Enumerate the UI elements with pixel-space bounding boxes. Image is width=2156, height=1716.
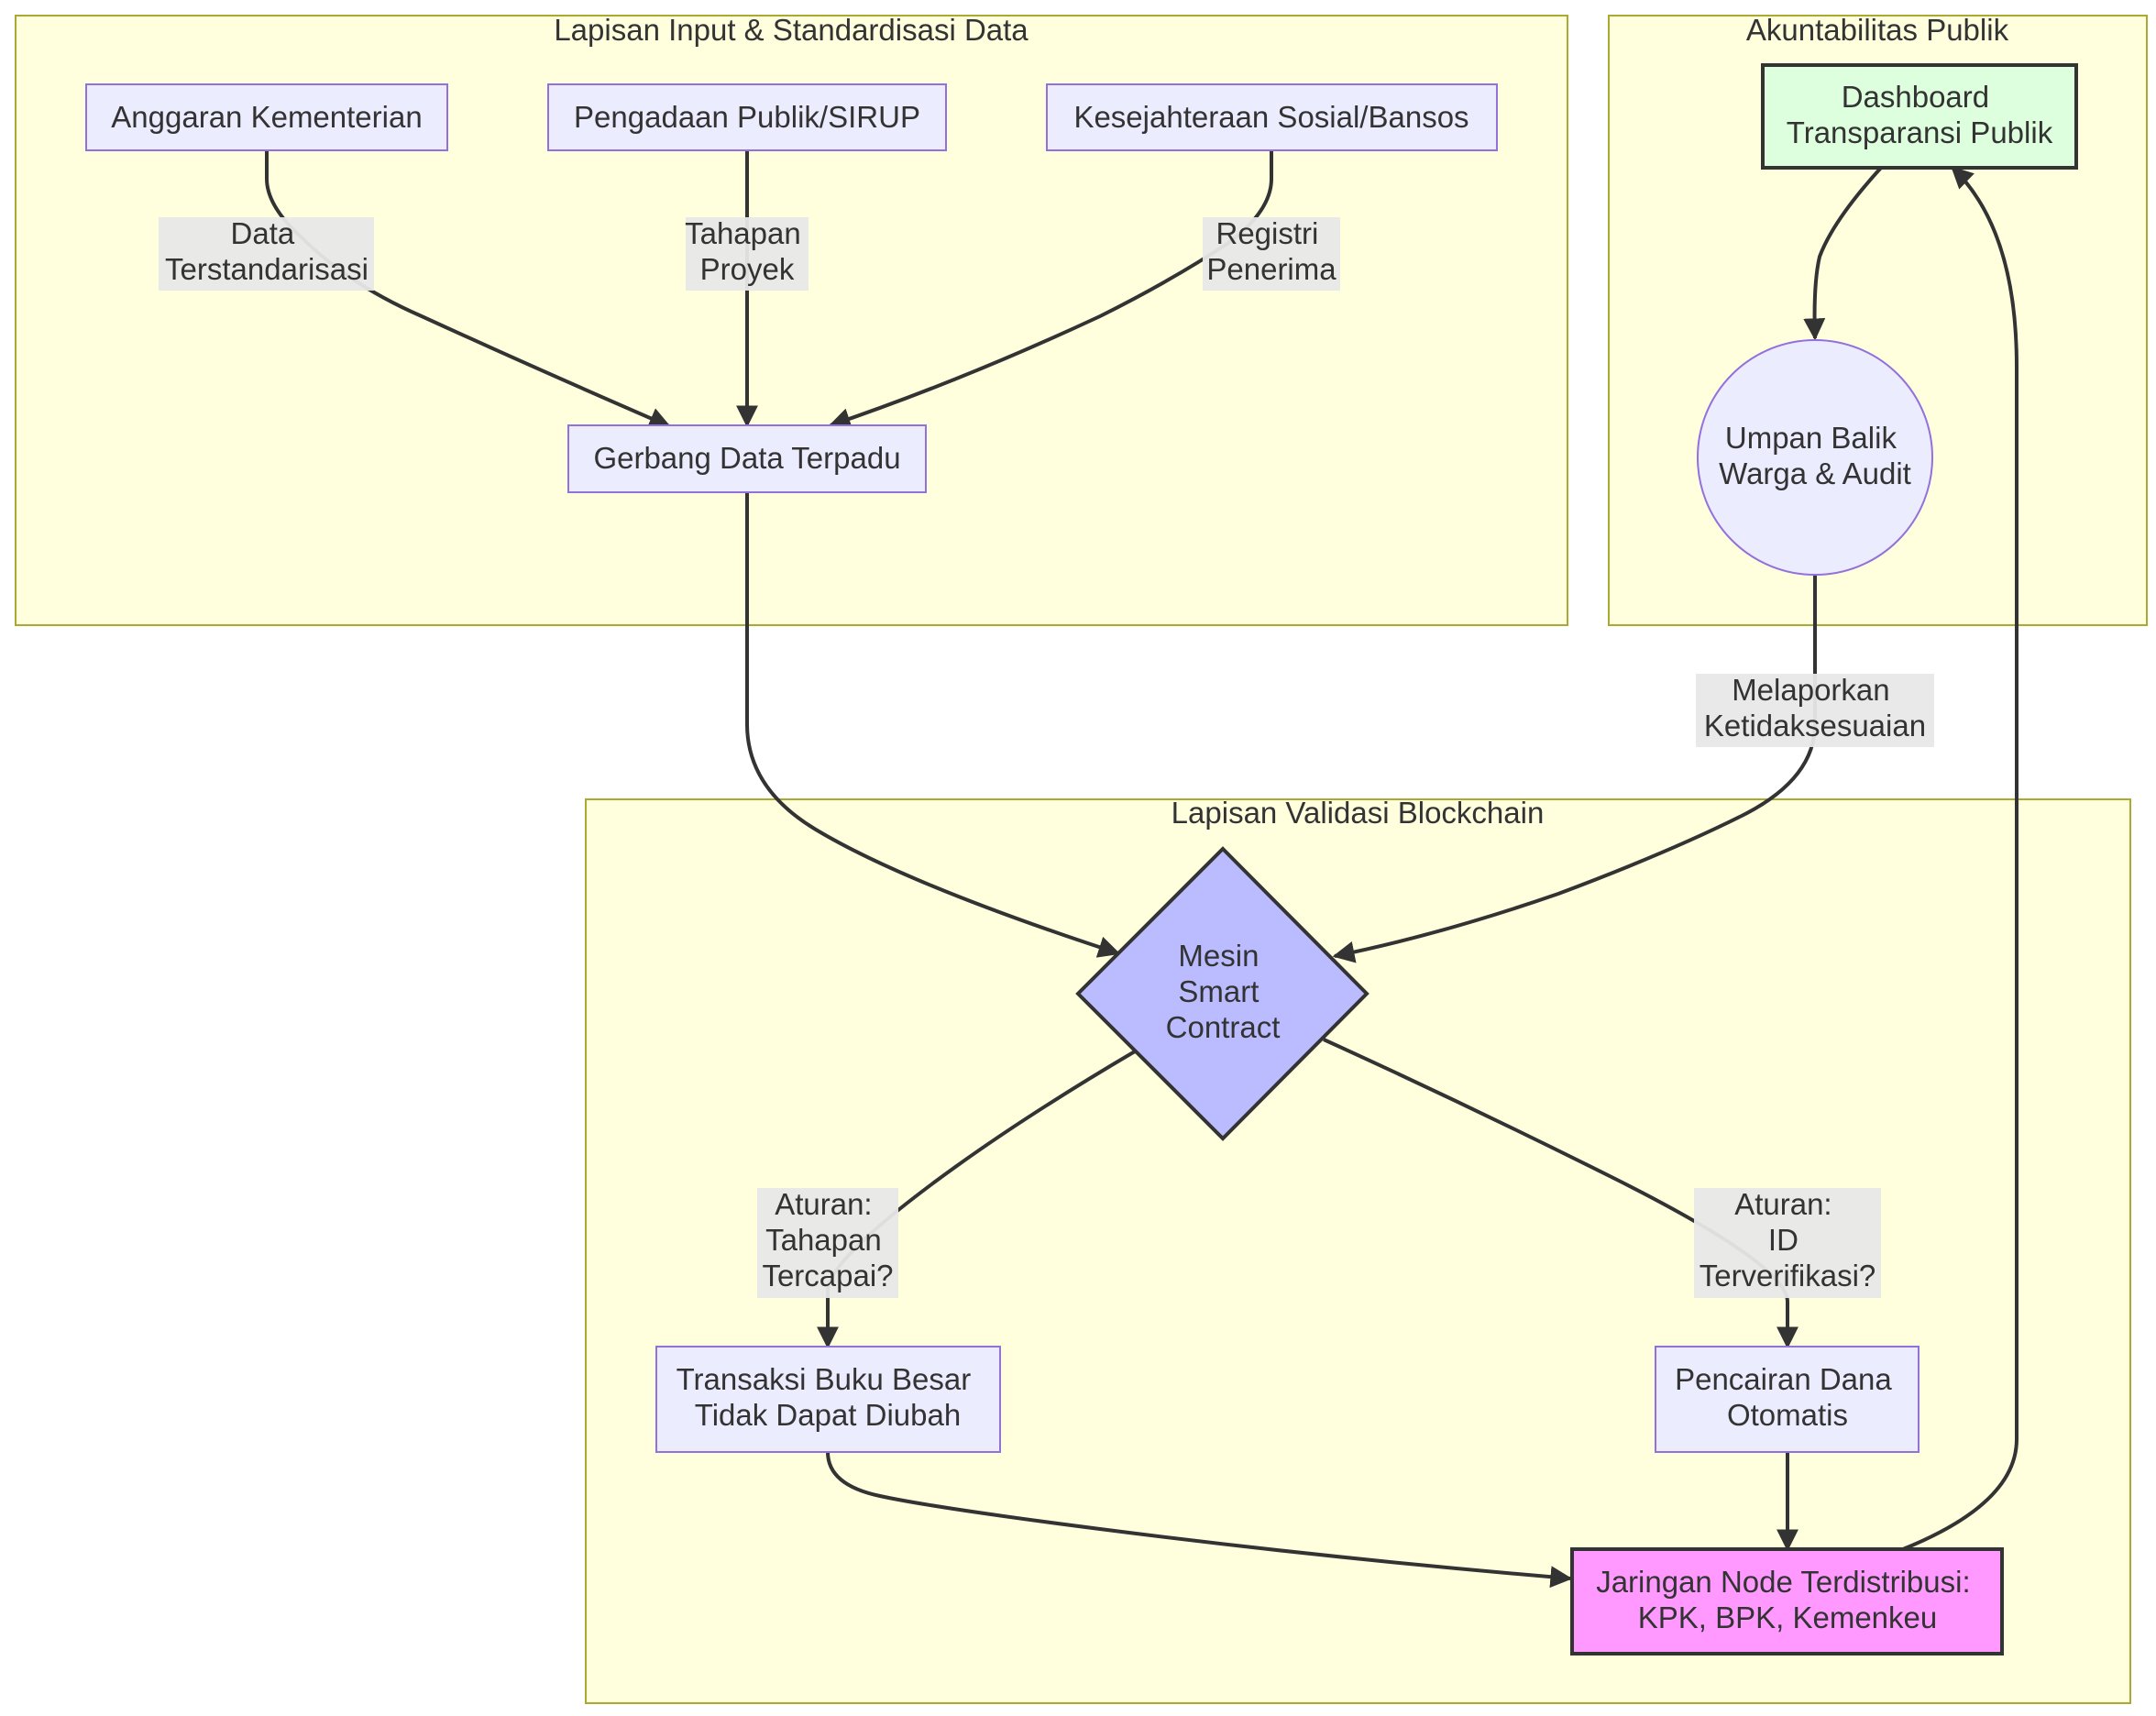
edge-label-text: Data Terstandarisasi bbox=[165, 216, 368, 286]
node-pengadaan-publik: Pengadaan Publik/SIRUP bbox=[547, 83, 947, 151]
edge-label-registri: Registri Penerima bbox=[1203, 216, 1340, 291]
node-label: Pengadaan Publik/SIRUP bbox=[574, 100, 920, 134]
node-mesin-smart-contract: Mesin Smart Contract bbox=[1075, 846, 1370, 1141]
edge-umpan-mesin bbox=[1332, 576, 1817, 963]
edge-dashboard-umpan bbox=[1803, 166, 1883, 341]
edge-label-tahapan-proyek: Tahapan Proyek bbox=[685, 216, 809, 291]
edge-label-data-standar: Data Terstandarisasi bbox=[159, 216, 374, 291]
node-transaksi-buku-besar: Transaksi Buku Besar Tidak Dapat Diubah bbox=[655, 1346, 1001, 1453]
node-dashboard-transparansi: Dashboard Transparansi Publik bbox=[1761, 63, 2078, 170]
edge-label-text: Melaporkan Ketidaksesuaian bbox=[1704, 673, 1926, 742]
node-pencairan-dana: Pencairan Dana Otomatis bbox=[1655, 1346, 1920, 1453]
edge-label-text: Tahapan Proyek bbox=[685, 216, 809, 286]
cluster-input-title: Lapisan Input & Standardisasi Data bbox=[554, 13, 1028, 47]
node-label: Anggaran Kementerian bbox=[111, 100, 422, 134]
node-label: Jaringan Node Terdistribusi: KPK, BPK, K… bbox=[1596, 1565, 1979, 1634]
node-anggaran-kementerian: Anggaran Kementerian bbox=[85, 83, 448, 151]
cluster-accountability-title: Akuntabilitas Publik bbox=[1746, 13, 2009, 47]
edge-label-aturan-id: Aturan: ID Terverifikasi? bbox=[1694, 1187, 1881, 1298]
edge-jaringan-dashboard bbox=[1902, 166, 2018, 1551]
edge-transaksi-jaringan bbox=[826, 1451, 1573, 1589]
cluster-validation-title: Lapisan Validasi Blockchain bbox=[1172, 796, 1545, 830]
edge-label-text: Aturan: Tahapan Tercapai? bbox=[762, 1187, 893, 1292]
edge-gerbang-mesin bbox=[745, 492, 1121, 958]
node-label: Gerbang Data Terpadu bbox=[593, 441, 900, 475]
node-gerbang-data-terpadu: Gerbang Data Terpadu bbox=[567, 424, 927, 493]
edge-label-melaporkan: Melaporkan Ketidaksesuaian bbox=[1696, 673, 1934, 747]
node-kesejahteraan-sosial: Kesejahteraan Sosial/Bansos bbox=[1046, 83, 1498, 151]
edge-label-text: Registri Penerima bbox=[1206, 216, 1336, 286]
edge-label-aturan-tahapan: Aturan: Tahapan Tercapai? bbox=[757, 1187, 898, 1298]
node-label: Pencairan Dana Otomatis bbox=[1675, 1362, 1900, 1432]
node-label: Kesejahteraan Sosial/Bansos bbox=[1073, 100, 1468, 134]
node-jaringan-node-terdistribusi: Jaringan Node Terdistribusi: KPK, BPK, K… bbox=[1570, 1547, 2004, 1656]
node-label: Dashboard Transparansi Publik bbox=[1787, 80, 2053, 149]
node-label: Transaksi Buku Besar Tidak Dapat Diubah bbox=[676, 1362, 980, 1432]
edge-anggaran-gerbang bbox=[265, 150, 672, 429]
node-umpan-balik-warga: Umpan Balik Warga & Audit bbox=[1697, 339, 1933, 576]
edge-label-text: Aturan: ID Terverifikasi? bbox=[1700, 1187, 1876, 1292]
node-label: Umpan Balik Warga & Audit bbox=[1719, 421, 1911, 490]
node-label: Mesin Smart Contract bbox=[1166, 939, 1281, 1044]
